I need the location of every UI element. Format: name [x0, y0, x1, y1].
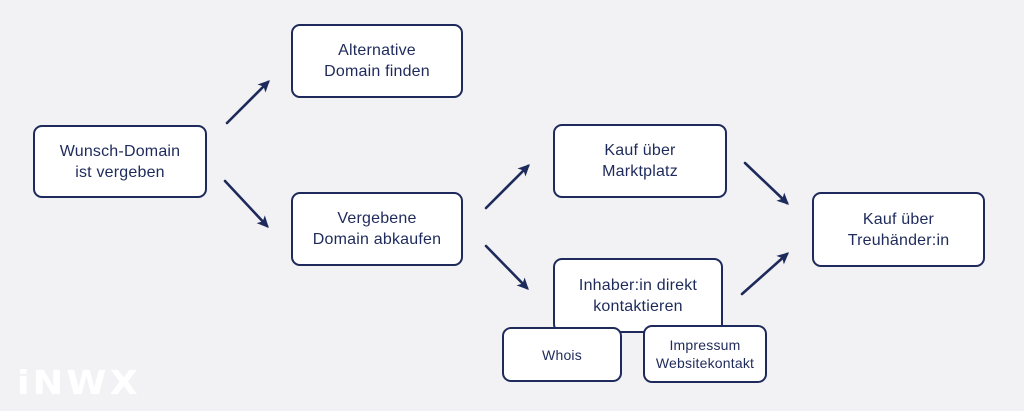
node-wunsch-domain-ist-vergeben: Wunsch-Domain ist vergeben — [33, 125, 207, 198]
node-kauf-ueber-marktplatz: Kauf über Marktplatz — [553, 124, 727, 198]
arrow-inhaber-to-treuhaender — [740, 252, 790, 296]
node-label-line: Alternative — [338, 42, 416, 59]
node-label-line: Kauf über — [604, 142, 676, 159]
node-vergebene-domain-abkaufen: Vergebene Domain abkaufen — [291, 192, 463, 266]
node-label-line: Inhaber:in direkt — [578, 276, 698, 294]
node-label-line: Impressum — [669, 337, 741, 353]
node-label-line: Websitekontakt — [655, 355, 755, 371]
node-alternative-domain-finden: Alternative Domain finden — [291, 24, 463, 98]
node-label-line: Whois — [542, 346, 582, 363]
node-label-line: Vergebene — [337, 210, 417, 227]
node-kauf-ueber-treuhaender: Kauf über Treuhänder:in — [812, 192, 985, 267]
node-inhaber-direkt-kontaktieren: Inhaber:in direkt kontaktieren — [553, 258, 723, 333]
node-label-line: Kauf über — [862, 210, 935, 228]
node-label-line: Treuhänder:in — [847, 231, 950, 249]
node-label-line: ist vergeben — [75, 163, 165, 181]
inwx-logo: iNWX — [17, 363, 142, 402]
node-label-line: Wunsch-Domain — [59, 142, 181, 160]
arrow-wunsch-to-vergebene — [223, 179, 269, 228]
node-impressum-websitekontakt: Impressum Websitekontakt — [643, 325, 767, 383]
node-label-line: Marktplatz — [602, 163, 678, 180]
node-label-line: kontaktieren — [593, 297, 683, 315]
arrow-vergebene-to-inhaber — [484, 244, 529, 290]
arrow-vergebene-to-marktplatz — [484, 164, 530, 210]
node-whois: Whois — [502, 327, 622, 382]
arrow-marktplatz-to-treuhaender — [743, 161, 789, 205]
node-label-line: Domain abkaufen — [312, 231, 442, 248]
node-label-line: Domain finden — [324, 63, 430, 80]
arrow-wunsch-to-alternative — [225, 80, 270, 125]
